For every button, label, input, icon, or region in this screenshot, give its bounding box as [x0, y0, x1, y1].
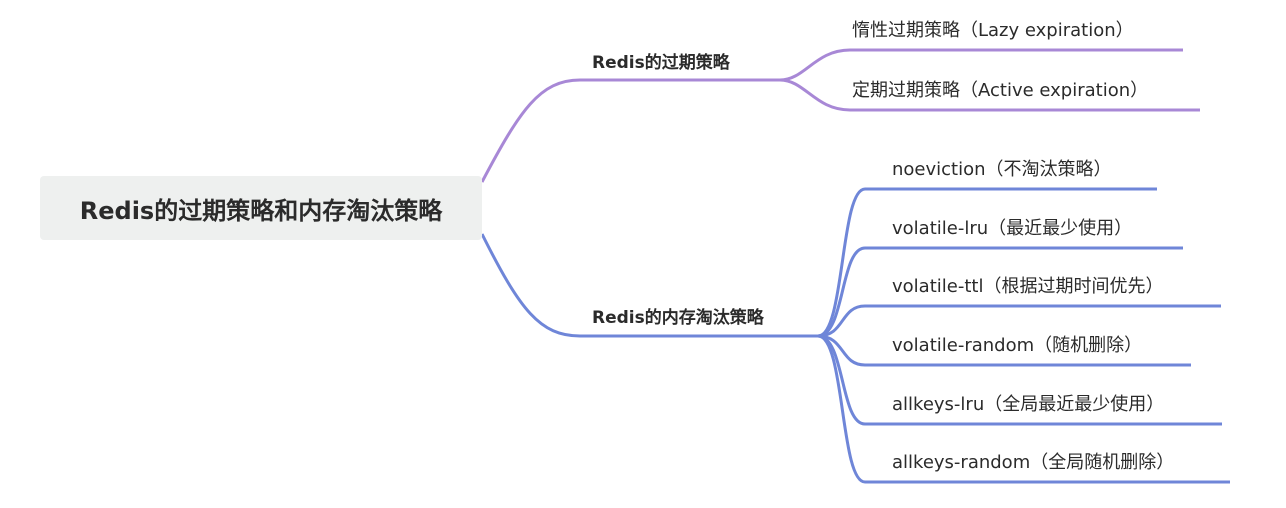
- connector-ev-child-3: [817, 304, 1221, 338]
- connector-exp-child-1: [779, 48, 1183, 82]
- leaf-lazy-expiration[interactable]: 惰性过期策略（Lazy expiration）: [852, 16, 1134, 42]
- leaf-volatile-random[interactable]: volatile-random（随机删除）: [892, 331, 1142, 357]
- leaf-active-expiration[interactable]: 定期过期策略（Active expiration）: [852, 76, 1148, 102]
- branch-eviction[interactable]: Redis的内存淘汰策略: [592, 303, 764, 328]
- connector-ev-child-6: [817, 334, 1230, 484]
- leaf-active-expiration-label: 定期过期策略（Active expiration）: [852, 80, 1149, 101]
- connector-ev-child-4: [817, 334, 1191, 367]
- connector-exp-child-2: [779, 78, 1200, 112]
- leaf-allkeys-random[interactable]: allkeys-random（全局随机删除）: [892, 448, 1174, 474]
- leaf-volatile-ttl-label: volatile-ttl（根据过期时间优先）: [892, 276, 1164, 297]
- leaf-noeviction[interactable]: noeviction（不淘汰策略）: [892, 155, 1112, 181]
- leaf-allkeys-lru-label: allkeys-lru（全局最近最少使用）: [892, 394, 1165, 415]
- branch-eviction-label: Redis的内存淘汰策略: [592, 308, 764, 328]
- leaf-allkeys-lru[interactable]: allkeys-lru（全局最近最少使用）: [892, 390, 1164, 416]
- leaf-volatile-ttl[interactable]: volatile-ttl（根据过期时间优先）: [892, 272, 1163, 298]
- root-topic[interactable]: Redis的过期策略和内存淘汰策略: [40, 176, 482, 240]
- connector-root-to-expiration: [480, 78, 780, 183]
- leaf-noeviction-label: noeviction（不淘汰策略）: [892, 159, 1112, 180]
- connector-ev-child-2: [817, 246, 1183, 338]
- root-topic-label: Redis的过期策略和内存淘汰策略: [79, 196, 443, 225]
- connector-root-to-eviction: [480, 233, 818, 338]
- branch-expiration[interactable]: Redis的过期策略: [592, 48, 730, 73]
- leaf-allkeys-random-label: allkeys-random（全局随机删除）: [892, 452, 1175, 473]
- leaf-volatile-lru[interactable]: volatile-lru（最近最少使用）: [892, 214, 1132, 240]
- leaf-volatile-random-label: volatile-random（随机删除）: [892, 335, 1143, 356]
- branch-expiration-label: Redis的过期策略: [592, 53, 730, 73]
- leaf-volatile-lru-label: volatile-lru（最近最少使用）: [892, 218, 1133, 239]
- leaf-lazy-expiration-label: 惰性过期策略（Lazy expiration）: [852, 20, 1134, 41]
- connector-ev-child-1: [817, 187, 1157, 338]
